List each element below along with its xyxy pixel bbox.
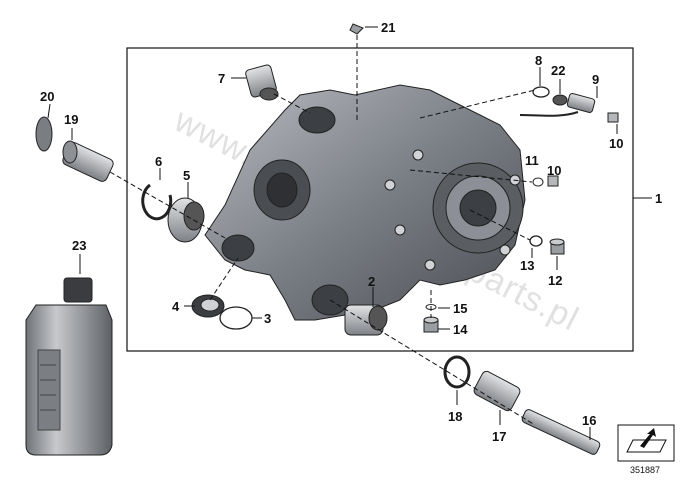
sensor-part-9: [519, 93, 596, 117]
final-drive-housing: [204, 84, 526, 321]
callout-16[interactable]: 16: [582, 413, 596, 428]
callout-2[interactable]: 2: [368, 274, 375, 289]
diagram-ref-number: 351887: [630, 465, 660, 475]
o-ring-part-18: [443, 355, 471, 389]
ring-part-8: [532, 86, 550, 98]
ring-part-13: [529, 235, 543, 247]
plug-part-14: [423, 316, 439, 333]
clip-part-21: [349, 23, 364, 35]
callout-12[interactable]: 12: [548, 273, 562, 288]
seal-part-22: [552, 94, 568, 106]
callout-20[interactable]: 20: [40, 89, 54, 104]
leader-20: [47, 103, 51, 119]
callout-10-upper[interactable]: 10: [609, 136, 623, 151]
callout-17[interactable]: 17: [492, 429, 506, 444]
callout-11[interactable]: 11: [525, 153, 539, 168]
bolt-part-10-lower: [547, 175, 559, 187]
axis-line-8: [419, 89, 536, 119]
axis-line-19: [109, 171, 226, 239]
callout-13[interactable]: 13: [520, 258, 534, 273]
callout-4[interactable]: 4: [172, 299, 180, 314]
oil-bottle-part-23: [25, 277, 113, 456]
callout-21[interactable]: 21: [381, 20, 395, 35]
callout-19[interactable]: 19: [64, 112, 78, 127]
axis-line-4: [209, 257, 239, 301]
bearing-part-5: [167, 197, 205, 243]
washer-part-11: [532, 177, 544, 187]
arrow-icon: [640, 428, 656, 448]
callout-8[interactable]: 8: [535, 53, 542, 68]
axis-line-13: [469, 209, 531, 241]
axis-line-16: [329, 299, 536, 426]
seal-ring-part-4: [191, 294, 225, 318]
adapter-part-17: [473, 370, 521, 412]
needle-bearing-part-2: [344, 304, 388, 336]
callout-1[interactable]: 1: [655, 191, 662, 206]
callout-14[interactable]: 14: [453, 322, 468, 337]
callout-10-lower[interactable]: 10: [547, 163, 561, 178]
bushing-part-7: [245, 64, 279, 101]
circlip-part-6: [141, 183, 173, 221]
sleeve-part-19: [62, 140, 114, 182]
callout-6[interactable]: 6: [155, 154, 162, 169]
o-ring-part-3: [219, 306, 253, 330]
callout-7[interactable]: 7: [218, 71, 225, 86]
bolt-part-10-upper: [607, 112, 619, 123]
assembly-frame: [126, 47, 634, 352]
callout-9[interactable]: 9: [592, 72, 599, 87]
orientation-box: [617, 424, 675, 462]
axis-line-11: [409, 169, 533, 183]
callout-5[interactable]: 5: [183, 168, 190, 183]
callout-3[interactable]: 3: [264, 311, 271, 326]
axis-line-7: [273, 93, 311, 114]
callout-22[interactable]: 22: [551, 63, 565, 78]
callout-15[interactable]: 15: [453, 301, 467, 316]
plug-part-12: [549, 238, 565, 255]
callout-23[interactable]: 23: [72, 238, 86, 253]
washer-part-20: [35, 116, 53, 152]
axle-part-16: [521, 409, 601, 455]
callout-18[interactable]: 18: [448, 409, 462, 424]
